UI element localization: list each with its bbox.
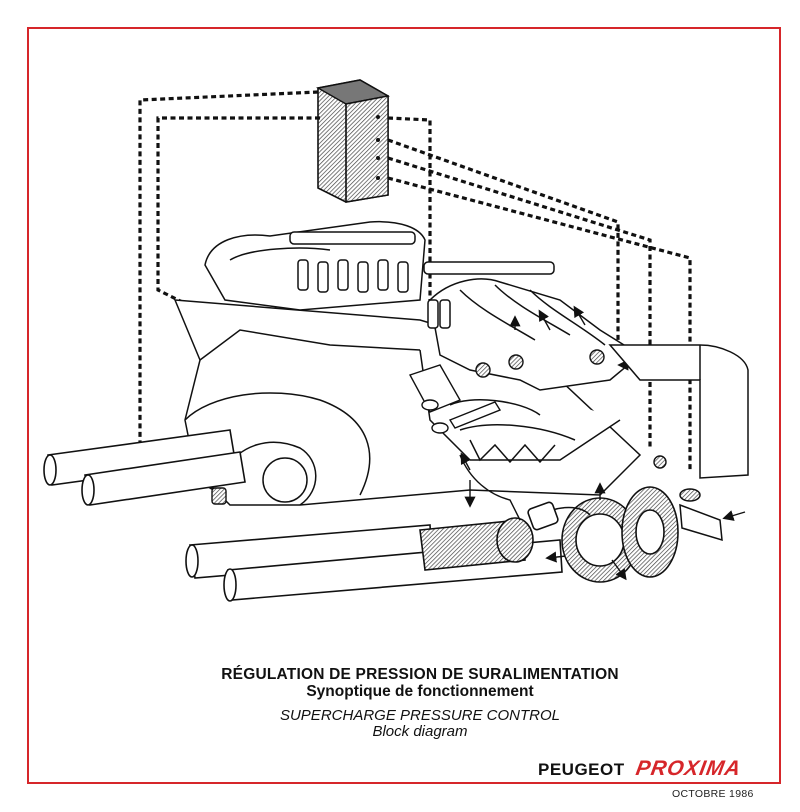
turbocharger <box>419 482 679 583</box>
intake-manifold <box>204 220 426 311</box>
title-english-line1: SUPERCHARGE PRESSURE CONTROL <box>279 707 561 724</box>
engine-block <box>173 299 642 506</box>
title-english-line2: Block diagram <box>372 723 468 740</box>
brand-model: PROXIMA <box>634 757 744 780</box>
wastegate-valve <box>679 488 746 542</box>
title-french-line2: Synoptique de fonctionnement <box>306 683 534 700</box>
brand-maker: PEUGEOT <box>538 760 625 779</box>
pressure-sensors <box>211 349 667 505</box>
page-frame <box>27 27 781 784</box>
lower-runners <box>408 364 521 521</box>
title-french-line1: RÉGULATION DE PRESSION DE SURALIMENTATIO… <box>221 666 619 683</box>
brand-logo: PEUGEOT PROXIMA <box>538 757 768 781</box>
publication-date: OCTOBRE 1986 <box>672 788 754 800</box>
control-unit <box>316 79 390 203</box>
air-duct <box>608 344 749 479</box>
exhaust-manifold <box>423 261 642 391</box>
